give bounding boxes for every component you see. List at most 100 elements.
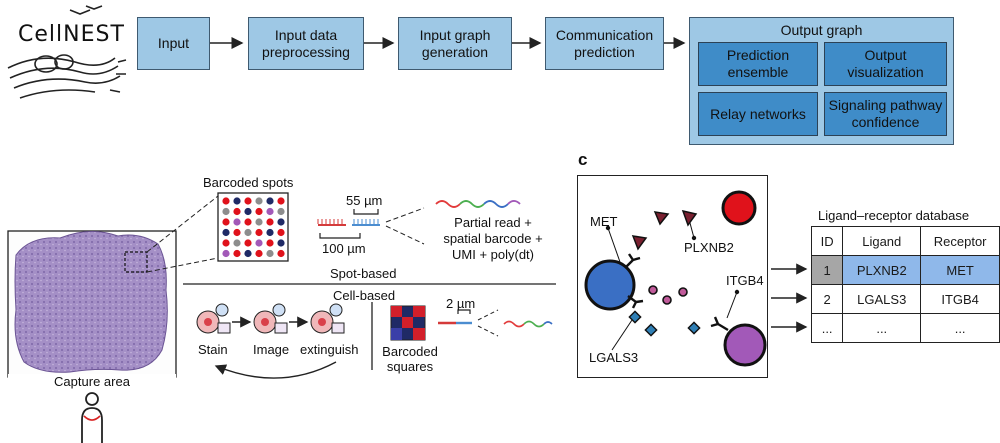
panel-c-frame: [577, 175, 768, 378]
spot-dot: [233, 207, 241, 216]
spot-dot: [244, 228, 252, 237]
output-visualization: Output visualization: [824, 42, 947, 86]
dim-2-label: 2 µm: [446, 296, 476, 311]
spot-dot: [222, 207, 230, 216]
spot-dot: [255, 207, 263, 216]
spot-dot: [277, 207, 285, 216]
itgb4-label: ITGB4: [726, 273, 764, 288]
spot-barcode-strands: [317, 207, 425, 245]
lgals3-label: LGALS3: [589, 350, 639, 365]
barcoded-spots-label: Barcoded spots: [203, 175, 294, 190]
plxnb2-label: PLXNB2: [684, 240, 734, 255]
spot-dot: [244, 249, 252, 258]
output-relay-networks: Relay networks: [698, 92, 818, 136]
output-visualization-label: Output visualization: [847, 47, 924, 80]
extinguish-label: extinguish: [300, 342, 359, 357]
cell-cycle-icons: [196, 303, 345, 379]
panel-c-label: c: [578, 150, 588, 169]
table-row: 1 PLXNB2 MET: [810, 255, 1000, 285]
spot-dot: [222, 197, 230, 205]
spot-dot: [255, 249, 263, 258]
table-row: ... ... ...: [810, 313, 1000, 343]
cellnest-logo: [7, 5, 127, 99]
spot-dot: [244, 197, 252, 205]
spot-dot: [266, 218, 274, 226]
table-row: 2 LGALS3 ITGB4: [810, 284, 1000, 314]
output-signaling-confidence: Signaling pathway confidence: [824, 92, 947, 136]
zoom-box: [124, 251, 148, 273]
output-relay-networks-label: Relay networks: [710, 105, 806, 122]
row-2-id: 2: [810, 284, 844, 314]
output-prediction-ensemble-label: Prediction ensemble: [726, 47, 790, 80]
dim-100-label: 100 µm: [322, 241, 366, 256]
spot-dot: [233, 249, 241, 258]
read-text-3: UMI + poly(dt): [452, 247, 534, 262]
barcoded-squares-label-1: Barcoded: [382, 344, 438, 359]
cellnest-logo-text: CellNEST: [18, 22, 125, 47]
header-id: ID: [810, 226, 844, 256]
header-ligand: Ligand: [842, 226, 922, 256]
row-1-receptor: MET: [920, 255, 1000, 285]
spot-dot: [255, 239, 263, 247]
row-2-receptor: ITGB4: [920, 284, 1000, 314]
table-header-row: ID Ligand Receptor: [810, 226, 1000, 256]
image-label: Image: [253, 342, 290, 357]
row-1-ligand: PLXNB2: [842, 255, 922, 285]
read-text-2: spatial barcode +: [443, 231, 543, 246]
capture-area-label: Capture area: [8, 374, 176, 389]
spot-dot: [266, 249, 274, 258]
spot-dot: [255, 218, 263, 226]
step-graph-generation: Input graph generation: [398, 17, 512, 70]
step-preprocessing-label: Input data preprocessing: [262, 26, 350, 60]
row-3-receptor: ...: [920, 313, 1000, 343]
spot-dot: [222, 249, 230, 258]
ligand-receptor-table: ID Ligand Receptor 1 PLXNB2 MET 2 LGALS3…: [810, 226, 1000, 343]
cell-based-label: Cell-based: [333, 288, 396, 303]
spot-dot: [222, 239, 230, 247]
spot-dot: [277, 239, 285, 247]
spot-dot: [233, 239, 241, 247]
spot-dot: [255, 228, 263, 237]
person-icon: [81, 392, 103, 443]
read-wave: [435, 200, 521, 208]
db-title: Ligand–receptor database: [818, 208, 970, 223]
spot-dot: [266, 207, 274, 216]
row-2-ligand: LGALS3: [842, 284, 922, 314]
spot-dot: [277, 218, 285, 226]
spot-dot: [233, 197, 241, 205]
stain-label: Stain: [198, 342, 228, 357]
header-receptor: Receptor: [920, 226, 1000, 256]
spot-dot: [266, 197, 274, 205]
step-input-label: Input: [157, 35, 190, 51]
step-communication-prediction-label: Communication prediction: [555, 26, 654, 60]
spot-dot: [266, 239, 274, 247]
read-text-1: Partial read +: [454, 215, 532, 230]
spot-dots: [222, 197, 285, 258]
row-3-id: ...: [810, 313, 844, 343]
barcoded-spots-grid: [217, 192, 289, 262]
dim-55-label: 55 µm: [346, 193, 383, 208]
output-signaling-confidence-label: Signaling pathway confidence: [828, 97, 943, 130]
row-1-id: 1: [810, 255, 844, 285]
spot-dot: [244, 218, 252, 226]
spot-dot: [266, 228, 274, 237]
output-prediction-ensemble: Prediction ensemble: [698, 42, 818, 86]
spot-dot: [277, 197, 285, 205]
spot-dot: [244, 239, 252, 247]
spot-dot: [233, 228, 241, 237]
barcoded-squares: [390, 305, 553, 341]
barcoded-squares-label-2: squares: [386, 359, 434, 374]
panel-c-drawing: [584, 190, 767, 367]
spot-dot: [277, 228, 285, 237]
step-graph-generation-label: Input graph generation: [419, 26, 491, 60]
db-arrows: [771, 263, 808, 333]
spot-dot: [244, 207, 252, 216]
step-communication-prediction: Communication prediction: [545, 17, 664, 70]
spot-dot: [277, 249, 285, 258]
spot-dot: [222, 228, 230, 237]
step-input: Input: [137, 17, 210, 70]
spot-dot: [233, 218, 241, 226]
spot-based-label: Spot-based: [330, 266, 397, 281]
spot-dot: [255, 197, 263, 205]
